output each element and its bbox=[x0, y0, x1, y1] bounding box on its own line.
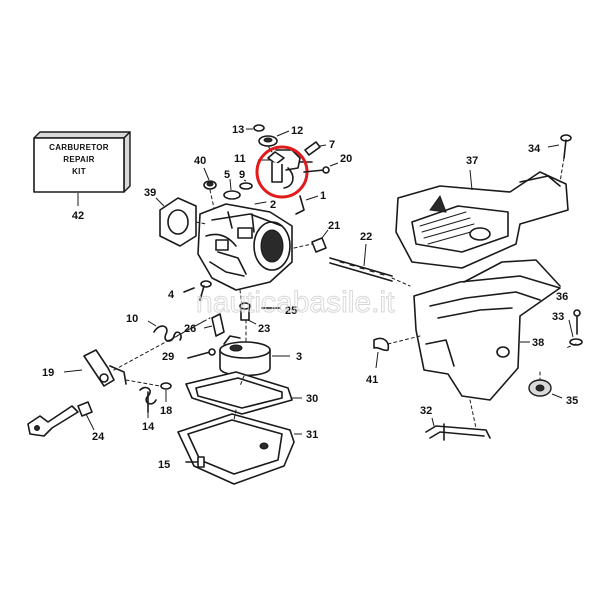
part-38-silencer-base[interactable]: 38 bbox=[413, 259, 561, 401]
part-22-needle-shaft[interactable]: 22 bbox=[329, 231, 393, 282]
callout-13: 13 bbox=[232, 124, 244, 136]
callout-18: 18 bbox=[160, 405, 172, 417]
part-21-bushing[interactable]: 21 bbox=[311, 220, 340, 253]
callout-29: 29 bbox=[162, 351, 174, 363]
part-37-silencer-cover[interactable]: 37 bbox=[395, 155, 569, 269]
watermark-text: nauticabasile.it bbox=[196, 286, 395, 319]
assembly-lines bbox=[113, 145, 577, 429]
callout-2: 2 bbox=[270, 199, 276, 211]
callout-3: 3 bbox=[296, 351, 302, 363]
callout-32: 32 bbox=[420, 405, 432, 417]
part-3-float[interactable]: 3 bbox=[219, 335, 302, 377]
callout-42: 42 bbox=[72, 210, 84, 222]
part-5-seat[interactable]: 5 bbox=[223, 169, 241, 200]
part-29-screw[interactable]: 29 bbox=[162, 348, 216, 363]
callout-12: 12 bbox=[291, 125, 303, 137]
part-24-arm[interactable]: 24 bbox=[27, 401, 105, 443]
part-32-bracket[interactable]: 32 bbox=[420, 405, 491, 441]
part-15-drain-screw[interactable]: 15 bbox=[158, 456, 205, 471]
part-11-fitting[interactable]: 11 bbox=[234, 145, 313, 199]
part-30-gasket[interactable]: 30 bbox=[185, 371, 318, 415]
kit-label-line1: CARBURETOR bbox=[49, 143, 109, 152]
callout-41: 41 bbox=[366, 374, 378, 386]
part-25-screw[interactable]: 25 bbox=[261, 305, 297, 317]
callout-23: 23 bbox=[258, 323, 270, 335]
part-13-cap[interactable]: 13 bbox=[232, 124, 265, 136]
part-23-needle[interactable]: 23 bbox=[239, 302, 270, 335]
callout-5: 5 bbox=[224, 169, 230, 181]
part-39-gasket[interactable]: 39 bbox=[144, 187, 197, 247]
part-2-screw[interactable]: 2 bbox=[254, 199, 276, 211]
callout-15: 15 bbox=[158, 459, 170, 471]
callout-7: 7 bbox=[329, 139, 335, 151]
callout-40: 40 bbox=[194, 155, 206, 167]
repair-kit-box[interactable]: CARBURETOR REPAIR KIT 42 bbox=[33, 131, 131, 222]
part-35-grommet[interactable]: 35 bbox=[528, 379, 578, 407]
part-1-link[interactable]: 1 bbox=[295, 190, 326, 215]
part-19-throttle-lever[interactable]: 19 bbox=[42, 349, 127, 387]
callout-30: 30 bbox=[306, 393, 318, 405]
carburetor-body[interactable] bbox=[197, 203, 293, 291]
callout-20: 20 bbox=[340, 153, 352, 165]
kit-label-line2: REPAIR bbox=[63, 155, 94, 164]
callout-31: 31 bbox=[306, 429, 318, 441]
part-14-spring[interactable]: 14 bbox=[139, 386, 157, 433]
callout-14: 14 bbox=[142, 421, 155, 433]
part-41-clip[interactable]: 41 bbox=[366, 337, 390, 386]
part-20-screw[interactable]: 20 bbox=[303, 153, 352, 174]
part-34-screw[interactable]: 34 bbox=[528, 134, 572, 159]
callout-10: 10 bbox=[126, 313, 138, 325]
part-6-jet[interactable] bbox=[199, 280, 212, 301]
callout-9: 9 bbox=[239, 169, 245, 181]
callout-19: 19 bbox=[42, 367, 54, 379]
part-18-washer[interactable]: 18 bbox=[160, 382, 172, 417]
part-12-nut[interactable]: 12 bbox=[258, 125, 303, 147]
part-9-gasket[interactable]: 9 bbox=[239, 169, 253, 190]
callout-24: 24 bbox=[92, 431, 105, 443]
part-36-screw[interactable]: 36 bbox=[556, 291, 581, 335]
part-31-float-bowl[interactable]: 31 bbox=[177, 413, 318, 485]
part-7-screw[interactable]: 7 bbox=[304, 139, 335, 156]
kit-label-line3: KIT bbox=[72, 167, 86, 176]
callout-4: 4 bbox=[168, 289, 175, 301]
callout-39: 39 bbox=[144, 187, 156, 199]
callout-11: 11 bbox=[234, 153, 246, 165]
part-10-spring[interactable]: 10 bbox=[126, 313, 182, 342]
callout-1: 1 bbox=[320, 190, 326, 202]
callout-34: 34 bbox=[528, 143, 541, 155]
callout-38: 38 bbox=[532, 337, 544, 349]
callout-35: 35 bbox=[566, 395, 578, 407]
callout-37: 37 bbox=[466, 155, 478, 167]
part-40-plug[interactable]: 40 bbox=[194, 155, 217, 190]
callout-36: 36 bbox=[556, 291, 568, 303]
callout-33: 33 bbox=[552, 311, 564, 323]
callout-21: 21 bbox=[328, 220, 340, 232]
part-33-washer[interactable]: 33 bbox=[552, 311, 583, 346]
callout-25: 25 bbox=[285, 305, 297, 317]
callout-22: 22 bbox=[360, 231, 372, 243]
part-4-jet[interactable]: 4 bbox=[168, 287, 195, 301]
